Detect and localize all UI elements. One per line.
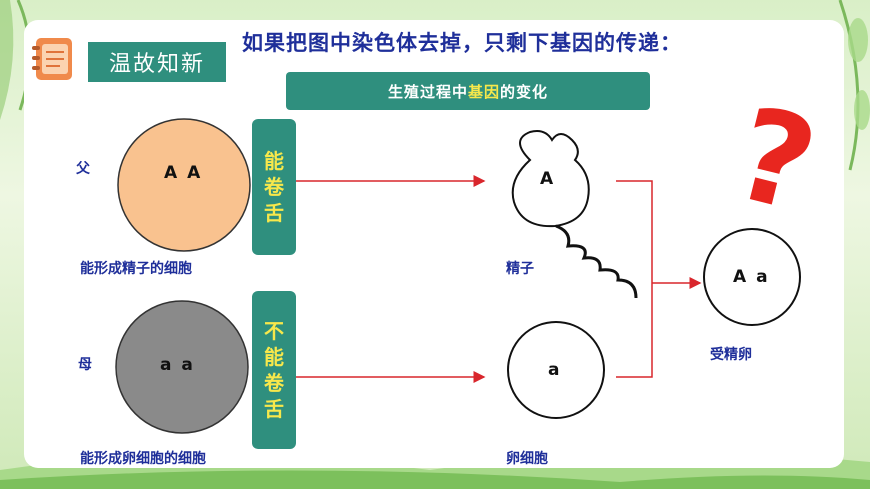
father-genes: A A <box>164 163 203 183</box>
mother-label: 母 <box>78 357 92 373</box>
mother-genes: a a <box>160 355 195 375</box>
father-cell <box>117 118 251 252</box>
egg-caption: 卵细胞 <box>506 451 548 467</box>
father-label: 父 <box>76 161 90 177</box>
father-trait-char: 舌 <box>264 201 284 225</box>
notebook-icon <box>32 38 72 80</box>
sperm-tail <box>555 224 638 299</box>
subtitle-suffix: 的变化 <box>500 82 549 101</box>
subtitle-prefix: 生殖过程中 <box>387 82 468 101</box>
mother-trait-box: 不 能 卷 舌 <box>252 291 296 449</box>
zygote-caption: 受精卵 <box>710 347 752 363</box>
mother-cell <box>115 300 249 434</box>
father-trait-box: 能 卷 舌 <box>252 119 296 255</box>
section-badge: 温故知新 <box>88 42 226 82</box>
subtitle-bar: 生殖过程中基因的变化 <box>286 72 650 110</box>
sperm-shape <box>511 130 590 228</box>
connector-sperm <box>616 180 653 378</box>
father-trait-char: 能 <box>264 149 284 173</box>
page-title: 如果把图中染色体去掉，只剩下基因的传递： <box>242 31 682 55</box>
mother-trait-char: 不 <box>264 319 284 343</box>
egg-cell <box>507 321 605 419</box>
mother-trait-char: 舌 <box>264 397 284 421</box>
father-trait-char: 卷 <box>264 175 284 199</box>
mother-trait-char: 能 <box>264 345 284 369</box>
mother-trait-char: 卷 <box>264 371 284 395</box>
subtitle-highlight: 基因 <box>467 82 500 101</box>
sperm-caption: 精子 <box>506 261 534 277</box>
zygote-cell <box>703 228 801 326</box>
zygote-genes: A a <box>733 267 770 287</box>
mother-caption: 能形成卵细胞的细胞 <box>80 451 206 467</box>
father-caption: 能形成精子的细胞 <box>80 261 192 277</box>
egg-gene: a <box>548 360 562 380</box>
sperm-gene: A <box>540 169 556 189</box>
